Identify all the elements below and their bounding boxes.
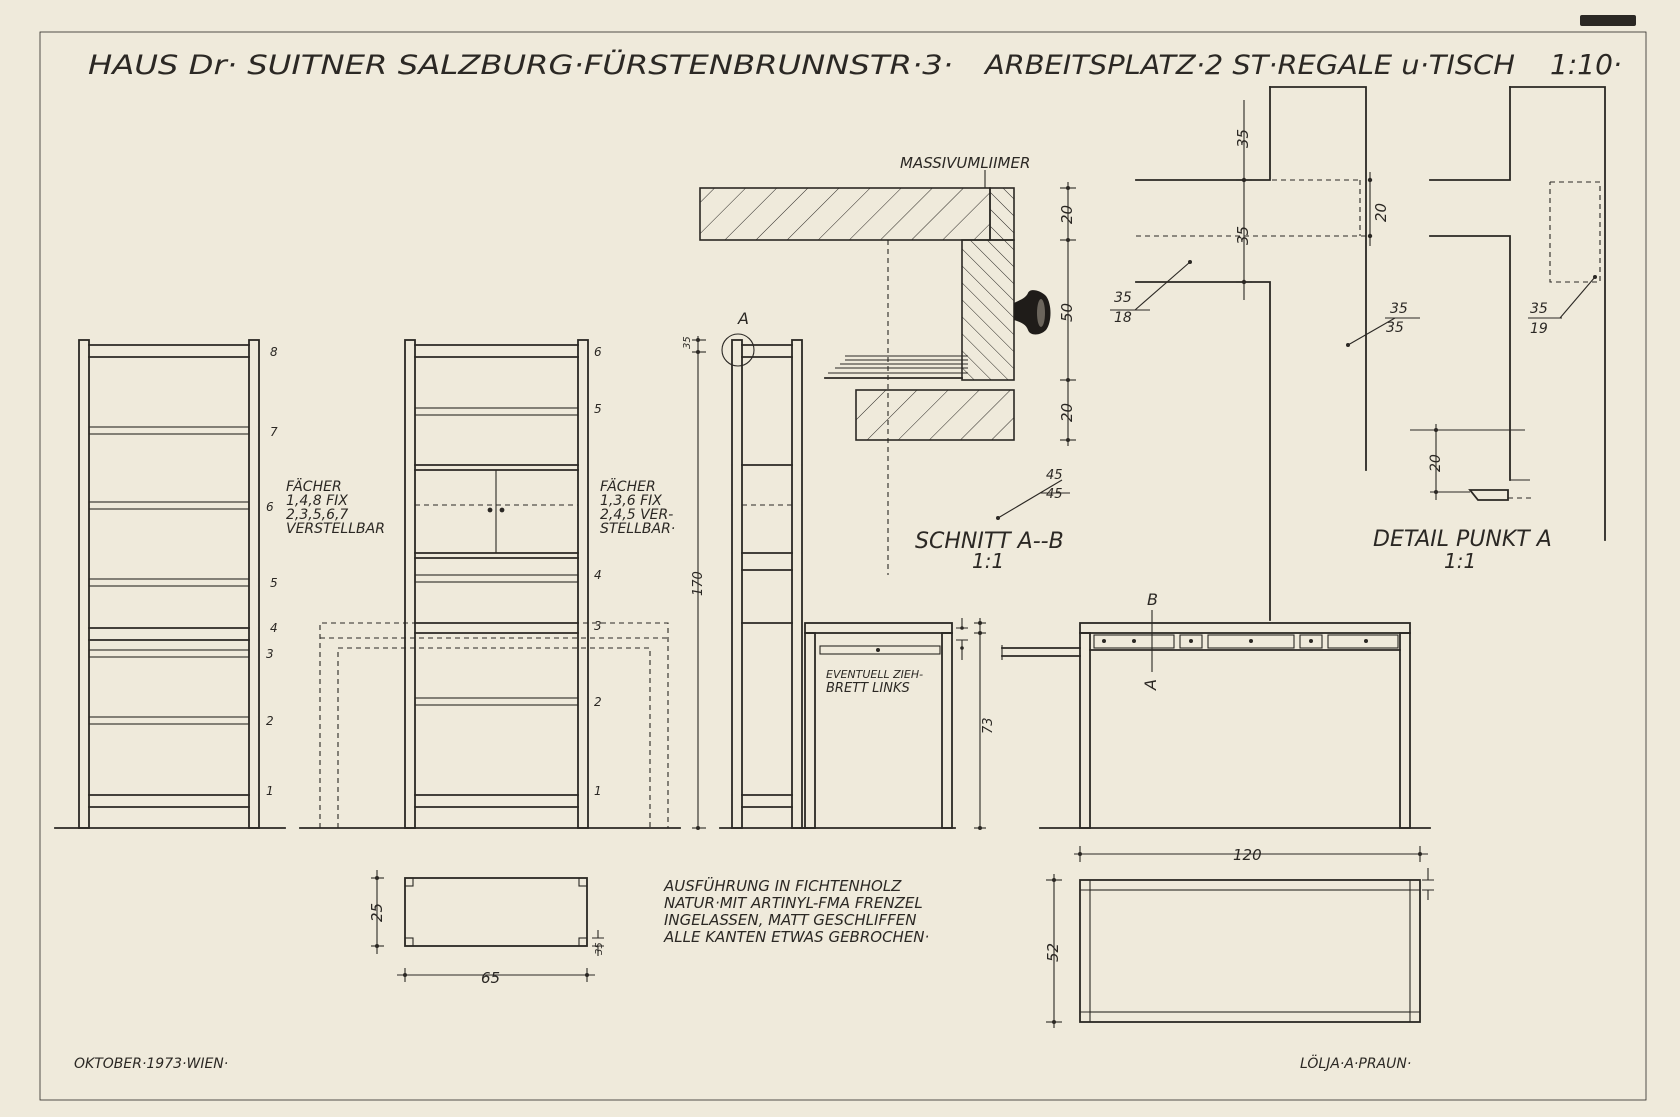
section-leader-bottom: 45 (1046, 487, 1063, 502)
drawing-date: OKTOBER·1973·WIEN· (74, 1056, 228, 1072)
detail-title: DETAIL PUNKT A (1373, 527, 1552, 552)
shelf-side-view (719, 333, 806, 829)
shelf-a-number: 5 (270, 576, 278, 590)
shelf-b-number: 4 (594, 568, 602, 582)
shelf-a-number: 8 (270, 345, 278, 359)
shelf-b-note-line: STELLBAR· (600, 521, 675, 537)
title-project: HAUS Dr· SUITNER SALZBURG·FÜRSTENBRUNNST… (88, 49, 953, 81)
section-dim: 20 (1058, 403, 1076, 422)
shelf-a-number: 3 (266, 647, 274, 661)
desk-plan-view (1046, 846, 1434, 1028)
detail-dim-mid: 20 (1372, 203, 1390, 222)
desk-height-dim: 73 (981, 717, 996, 734)
spec-line: INGELASSEN, MATT GESCHLIFFEN (664, 911, 916, 929)
shelf-a-numbers: 8 7 6 5 4 3 2 1 (266, 345, 278, 798)
architect-signature: LÖLJA·A·PRAUN· (1300, 1054, 1411, 1072)
section-mark-a: A (1141, 679, 1160, 691)
shelf-a-number: 1 (266, 784, 274, 798)
detail-leader-1-bottom: 18 (1114, 310, 1132, 326)
shelf-plan-small: 35 (594, 942, 605, 955)
shelf-b-number: 5 (594, 402, 602, 416)
section-a-b (699, 170, 1070, 575)
section-scale: 1:1 (972, 549, 1004, 573)
shelf-a-note-line: FÄCHER (286, 477, 342, 495)
shelf-a-number: 6 (266, 500, 274, 514)
detail-dim-left-top: 35 (1234, 129, 1252, 148)
shelf-a-note-line: VERSTELLBAR (286, 521, 385, 537)
desk-side-note-line: BRETT LINKS (826, 681, 910, 696)
side-top-dim: 35 (682, 336, 693, 349)
detail-point-a (1110, 86, 1606, 621)
spec-line: NATUR·MIT ARTINYL-FMA FRENZEL (664, 894, 923, 912)
section-mark-b: B (1147, 590, 1158, 609)
desk-plan-depth: 52 (1044, 943, 1062, 962)
archive-stamp (1580, 15, 1636, 26)
spec-line: ALLE KANTEN ETWAS GEBROCHEN· (663, 928, 929, 946)
material-specification: AUSFÜHRUNG IN FICHTENHOLZ NATUR·MIT ARTI… (663, 876, 929, 946)
shelf-a-front-view (54, 339, 286, 829)
section-title: SCHNITT A--B (915, 529, 1064, 554)
desk-side-note: EVENTUELL ZIEH- BRETT LINKS (826, 668, 923, 696)
shelf-plan-view (371, 870, 604, 982)
section-dim: 20 (1058, 205, 1076, 224)
shelf-b-number: 1 (594, 784, 602, 798)
title-scale: 1:10· (1550, 48, 1622, 81)
desk-plan-width: 120 (1233, 846, 1262, 864)
section-label: MASSIVUMLIIMER (900, 154, 1030, 172)
detail-leader-2-bottom: 35 (1386, 320, 1404, 336)
detail-leader-1-top: 35 (1114, 290, 1132, 306)
section-dim: 50 (1058, 303, 1076, 322)
shelf-a-number: 4 (270, 621, 278, 635)
shelf-a-note-line: 1,4,8 FIX (286, 493, 348, 509)
sheet-frame (39, 31, 1647, 1101)
desk-side-note-line: EVENTUELL ZIEH- (826, 668, 923, 681)
shelf-b-note-line: 2,4,5 VER- (600, 507, 673, 523)
side-height-dim: 170 (691, 571, 706, 596)
shelf-b-note-line: FÄCHER (600, 477, 656, 495)
shelf-b-front-view (299, 339, 681, 829)
section-dimensions: 20 50 20 (1058, 182, 1076, 446)
detail-dim-small: 20 (1428, 454, 1444, 472)
shelf-b-number: 3 (594, 619, 602, 633)
shelf-b-note: FÄCHER 1,3,6 FIX 2,4,5 VER- STELLBAR· (600, 477, 675, 537)
detail-leader-3-top: 35 (1530, 301, 1548, 317)
side-view-dimensions: 35 170 (682, 336, 706, 830)
desk-side-view (799, 622, 956, 829)
shelf-a-note: FÄCHER 1,4,8 FIX 2,3,5,6,7 VERSTELLBAR (286, 477, 385, 537)
section-leader-top: 45 (1046, 468, 1063, 483)
detail-dim-left-bottom: 35 (1234, 226, 1252, 245)
shelf-b-numbers: 6 5 4 3 2 1 (594, 345, 602, 798)
detail-leader-2-top: 35 (1390, 301, 1408, 317)
desk-outline-dashed (319, 622, 669, 828)
detail-leader-3-bottom: 19 (1530, 321, 1548, 337)
desk-side-dimensions: 73 (956, 618, 996, 830)
shelf-a-number: 7 (270, 425, 278, 439)
detail-scale: 1:1 (1444, 549, 1476, 573)
desk-front-view (1001, 610, 1431, 829)
spec-line: AUSFÜHRUNG IN FICHTENHOLZ (663, 876, 902, 895)
shelf-b-note-line: 1,3,6 FIX (600, 493, 662, 509)
shelf-plan-width: 65 (481, 969, 500, 987)
title-subject: ARBEITSPLATZ·2 ST·REGALE u·TISCH (983, 50, 1515, 81)
shelf-b-number: 2 (594, 695, 602, 709)
shelf-plan-depth: 25 (368, 903, 386, 922)
detail-marker-a: A (737, 309, 749, 328)
shelf-a-number: 2 (266, 714, 274, 728)
shelf-b-number: 6 (594, 345, 602, 359)
shelf-a-note-line: 2,3,5,6,7 (286, 507, 348, 523)
